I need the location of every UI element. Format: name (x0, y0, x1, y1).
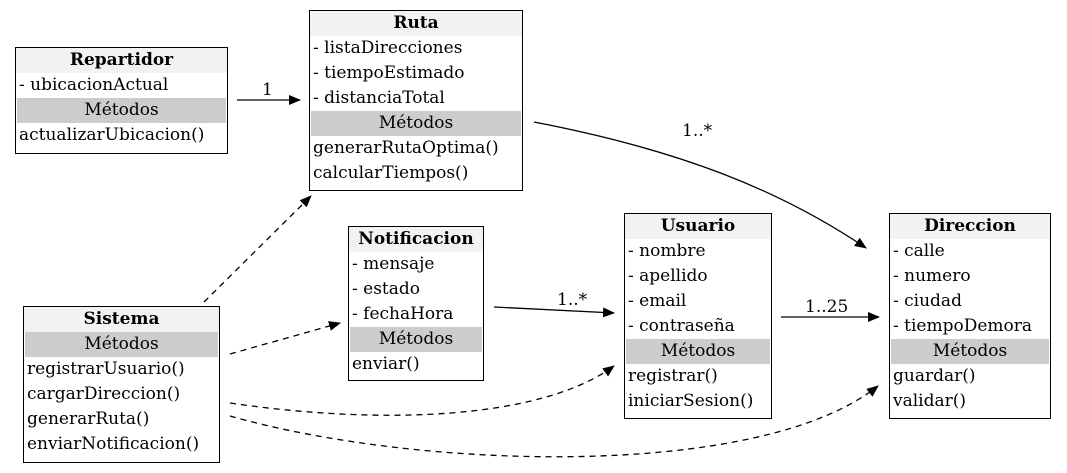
edge-ruta-direccion (533, 121, 867, 249)
class-direccion[interactable]: Direccion - calle - numero - ciudad - ti… (889, 213, 1051, 419)
methods-header: Métodos (626, 339, 770, 364)
method: registrarUsuario() (27, 359, 185, 379)
method: cargarDireccion() (27, 384, 181, 404)
class-title: Direccion (890, 214, 1050, 239)
class-sistema[interactable]: Sistema Métodos registrarUsuario() carga… (23, 306, 220, 463)
method: generarRuta() (27, 409, 150, 429)
mult-ruta-direccion: 1..* (682, 121, 713, 141)
method: enviar() (352, 354, 420, 374)
mult-usuario-direccion: 1..25 (805, 297, 848, 317)
edge-sistema-notificacion (229, 321, 341, 355)
method: actualizarUbicacion() (19, 125, 205, 145)
attribute: - fechaHora (352, 304, 454, 324)
class-title: Notificacion (349, 227, 483, 252)
class-title: Sistema (24, 307, 219, 332)
attribute: - numero (893, 266, 971, 286)
method: guardar() (893, 366, 976, 386)
method: validar() (893, 391, 967, 411)
class-notificacion[interactable]: Notificacion - mensaje - estado - fechaH… (348, 226, 484, 381)
attribute: - contraseña (628, 316, 735, 336)
attribute: - tiempoEstimado (313, 63, 465, 83)
method: registrar() (628, 366, 718, 386)
mult-notificacion-usuario: 1..* (557, 290, 588, 310)
methods-header: Métodos (25, 332, 218, 357)
method: iniciarSesion() (628, 391, 754, 411)
attribute: - nombre (628, 241, 706, 261)
edge-sistema-ruta (203, 195, 312, 303)
method: enviarNotificacion() (27, 434, 200, 454)
attribute: - calle (893, 241, 945, 261)
methods-header: Métodos (350, 327, 482, 352)
class-usuario[interactable]: Usuario - nombre - apellido - email - co… (624, 213, 772, 419)
mult-repartidor-ruta: 1 (262, 80, 273, 100)
attribute: - tiempoDemora (893, 316, 1033, 336)
methods-header: Métodos (891, 339, 1049, 364)
class-title: Ruta (310, 11, 522, 36)
attribute: - ubicacionActual (19, 75, 169, 95)
methods-header: Métodos (311, 111, 521, 136)
attribute: - distanciaTotal (313, 88, 445, 108)
attribute: - ciudad (893, 291, 962, 311)
edge-sistema-usuario (229, 365, 615, 416)
attribute: - listaDirecciones (313, 38, 463, 58)
class-ruta[interactable]: Ruta - listaDirecciones - tiempoEstimado… (309, 10, 523, 191)
class-title: Repartidor (16, 48, 227, 73)
class-title: Usuario (625, 214, 771, 239)
attribute: - apellido (628, 266, 708, 286)
attribute: - email (628, 291, 687, 311)
attribute: - estado (352, 279, 421, 299)
edge-sistema-direccion (229, 385, 879, 458)
class-repartidor[interactable]: Repartidor - ubicacionActual Métodos act… (15, 47, 228, 154)
methods-header: Métodos (17, 98, 226, 123)
attribute: - mensaje (352, 254, 435, 274)
method: generarRutaOptima() (313, 138, 499, 158)
method: calcularTiempos() (313, 163, 469, 183)
edge-notificacion-usuario (493, 306, 615, 318)
